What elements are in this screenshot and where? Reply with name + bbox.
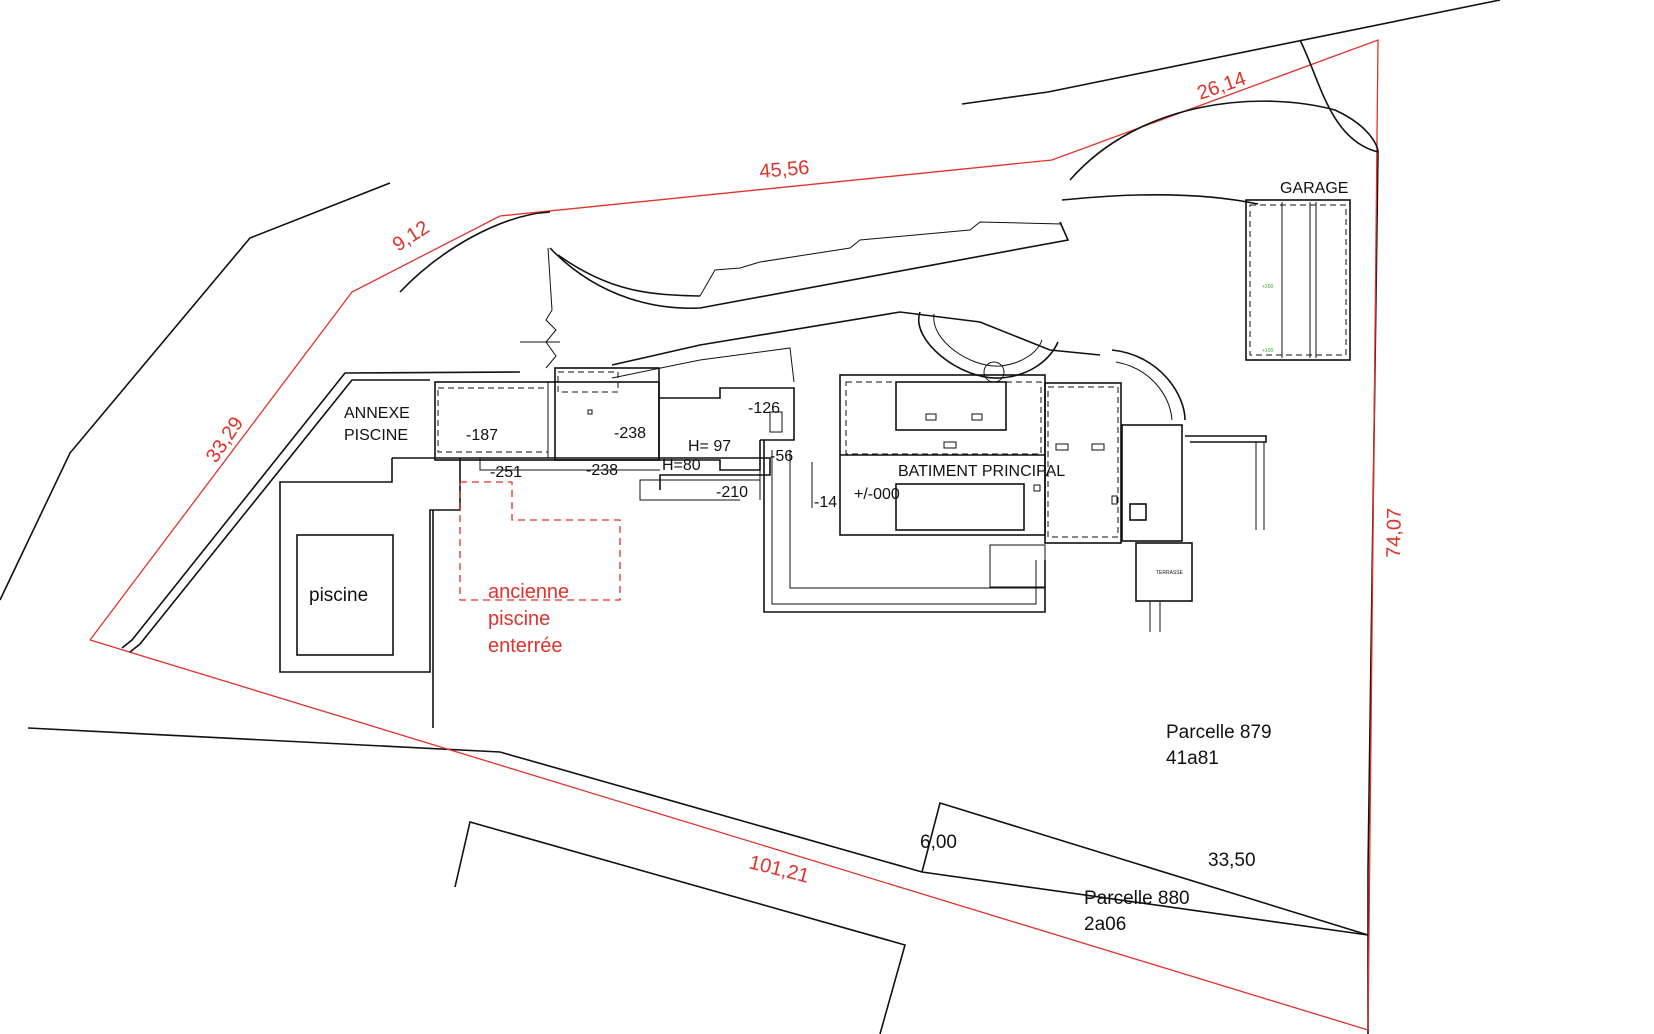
- garage-label: GARAGE: [1280, 180, 1348, 197]
- level-annotations: -187 -238 -251 -238 H= 97 H=80 -210 -126…: [466, 400, 900, 511]
- annexe-label-2: PISCINE: [344, 427, 408, 444]
- garage: +200 +100: [1245, 199, 1351, 361]
- dim-26-14: 26,14: [1194, 68, 1248, 105]
- connector: [639, 387, 795, 501]
- level-14: -14: [814, 494, 837, 511]
- parcelle-879-label: Parcelle 879: [1166, 722, 1272, 743]
- annexe-building: [121, 367, 771, 653]
- ancienne-label-2: piscine: [488, 608, 550, 630]
- svg-text:TERRASSE: TERRASSE: [1156, 570, 1184, 576]
- level-187: -187: [466, 427, 498, 444]
- pool-area: [279, 458, 461, 728]
- parcelle-880-label: Parcelle 880: [1084, 888, 1190, 909]
- old-pool-outline: [459, 481, 621, 601]
- boundary-dimensions: 9,12 45,56 26,14 33,29 74,07 101,21 6,00…: [202, 68, 1406, 888]
- parcel-boundary: [89, 39, 1379, 1031]
- access-drive: [399, 39, 1379, 369]
- parcelle-879-area: 41a81: [1166, 748, 1219, 769]
- level-238-a: -238: [614, 425, 646, 442]
- dim-45-56: 45,56: [759, 157, 811, 183]
- building-labels: GARAGE ANNEXE PISCINE BATIMENT PRINCIPAL…: [309, 180, 1348, 935]
- road-lines: [0, 0, 1501, 1034]
- level-h80: H=80: [662, 457, 701, 474]
- annexe-label-1: ANNEXE: [344, 405, 410, 422]
- piscine-label: piscine: [309, 585, 368, 606]
- level-56: -56: [770, 448, 793, 465]
- level-210: -210: [716, 484, 748, 501]
- svg-text:+100: +100: [1262, 348, 1273, 354]
- level-000: +/-000: [854, 486, 900, 503]
- dim-9-12: 9,12: [389, 217, 434, 257]
- dim-6-00: 6,00: [920, 832, 957, 853]
- svg-text:+200: +200: [1262, 284, 1273, 290]
- level-238-b: -238: [586, 462, 618, 479]
- level-h97: H= 97: [688, 438, 731, 455]
- garden-path: [611, 311, 1186, 421]
- dim-33-50: 33,50: [1208, 850, 1256, 871]
- dim-74-07: 74,07: [1383, 508, 1406, 558]
- level-126: -126: [748, 400, 780, 417]
- level-251: -251: [490, 464, 522, 481]
- ancienne-label-3: enterrée: [488, 635, 563, 657]
- batiment-label: BATIMENT PRINCIPAL: [898, 463, 1065, 480]
- ancienne-label-1: ancienne: [488, 581, 569, 603]
- parcelle-880-area: 2a06: [1084, 914, 1126, 935]
- main-building: TERRASSE: [763, 374, 1267, 632]
